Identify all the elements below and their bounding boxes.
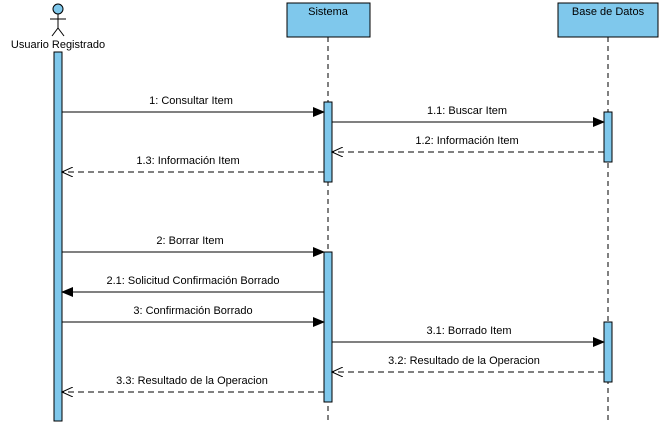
- participant-base-de-datos: Base de Datos: [557, 2, 659, 38]
- message-1-2: 1.2: Información Item: [332, 135, 604, 152]
- participant-label: Base de Datos: [572, 6, 645, 18]
- activation-bar-usuario: [53, 51, 63, 422]
- activation-bar-sistema: [323, 101, 333, 183]
- message-label: 3: Confirmación Borrado: [133, 305, 252, 317]
- message-2-1: 2.1: Solicitud Confirmación Borrado: [61, 275, 324, 297]
- message-2: 2: Borrar Item: [62, 235, 325, 257]
- participant-label: Sistema: [308, 6, 349, 18]
- message-1-3: 1.3: Información Item: [62, 155, 324, 172]
- message-label: 1.1: Buscar Item: [427, 105, 507, 117]
- message-label: 2: Borrar Item: [156, 235, 223, 247]
- actor-label: Usuario Registrado: [11, 39, 105, 51]
- message-1-1: 1.1: Buscar Item: [332, 105, 605, 127]
- message-3: 3: Confirmación Borrado: [62, 305, 325, 327]
- message-1: 1: Consultar Item: [62, 95, 325, 117]
- message-label: 3.1: Borrado Item: [427, 325, 512, 337]
- activation-bar-base-de-datos: [603, 321, 613, 383]
- participant-sistema: Sistema: [286, 2, 371, 38]
- message-3-2: 3.2: Resultado de la Operacion: [332, 355, 604, 372]
- actor-usuario: Usuario Registrado: [11, 3, 105, 51]
- message-label: 1.3: Información Item: [136, 155, 239, 167]
- participant-box: [286, 2, 371, 38]
- message-label: 3.3: Resultado de la Operacion: [116, 375, 268, 387]
- message-3-3: 3.3: Resultado de la Operacion: [62, 375, 324, 392]
- message-3-1: 3.1: Borrado Item: [332, 325, 605, 347]
- activation-bar-sistema: [323, 251, 333, 403]
- message-label: 1: Consultar Item: [149, 95, 233, 107]
- actor-stick-figure-icon: [50, 3, 66, 37]
- message-label: 3.2: Resultado de la Operacion: [388, 355, 540, 367]
- message-label: 2.1: Solicitud Confirmación Borrado: [106, 275, 279, 287]
- message-label: 1.2: Información Item: [415, 135, 518, 147]
- activation-bar-base-de-datos: [603, 111, 613, 163]
- participant-box: [557, 2, 659, 38]
